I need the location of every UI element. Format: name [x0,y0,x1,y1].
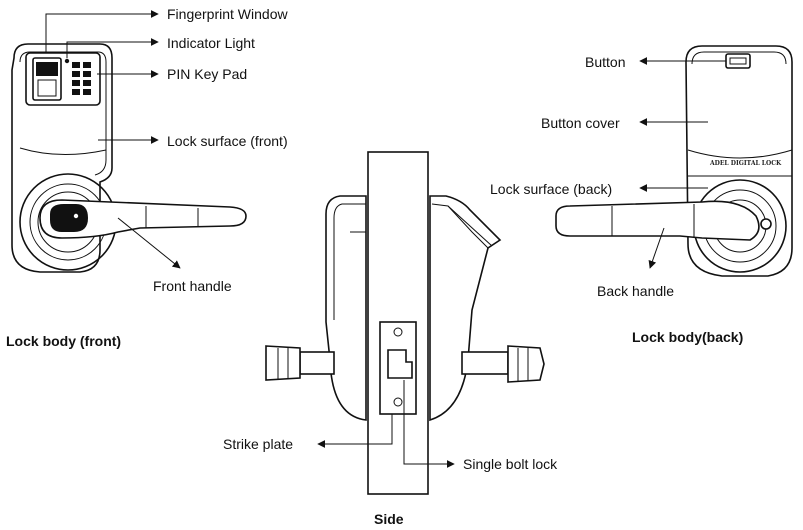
label-strike-plate: Strike plate [223,436,293,452]
fingerprint-sensor [36,62,58,76]
front-callouts [45,10,181,269]
label-indicator-light: Indicator Light [167,35,255,51]
indicator-light-shape [64,58,70,64]
fingerprint-frame [37,79,57,97]
label-pin-key-pad: PIN Key Pad [167,66,247,82]
label-button-cover: Button cover [541,115,620,131]
back-callouts [639,57,726,269]
label-lock-surface-back: Lock surface (back) [490,181,612,197]
title-side: Side [374,511,404,527]
side-lock-view [265,151,545,495]
title-lock-body-front: Lock body (front) [6,333,121,349]
side-left-handle [265,345,335,381]
side-inner-housing [429,195,502,422]
side-outer-housing [325,195,367,421]
front-handle-shape [39,199,247,239]
label-front-handle: Front handle [153,278,232,294]
side-right-handle [461,345,545,383]
label-single-bolt-lock: Single bolt lock [463,456,558,472]
single-bolt-shape [387,349,413,379]
label-back-handle: Back handle [597,283,674,299]
label-button: Button [585,54,625,70]
back-lock-body: ADEL DIGITAL LOCK [555,45,793,277]
door-section [367,151,429,495]
back-handle-shape [555,200,760,241]
label-fingerprint-window: Fingerprint Window [167,6,288,22]
back-knob [760,218,772,230]
label-lock-surface-front: Lock surface (front) [167,133,288,149]
adel-engraving: ADEL DIGITAL LOCK [709,160,782,167]
side-callouts [317,380,455,468]
front-lock-body [11,43,247,273]
pin-keypad-shape [72,62,91,95]
title-lock-body-back: Lock body(back) [632,329,743,345]
